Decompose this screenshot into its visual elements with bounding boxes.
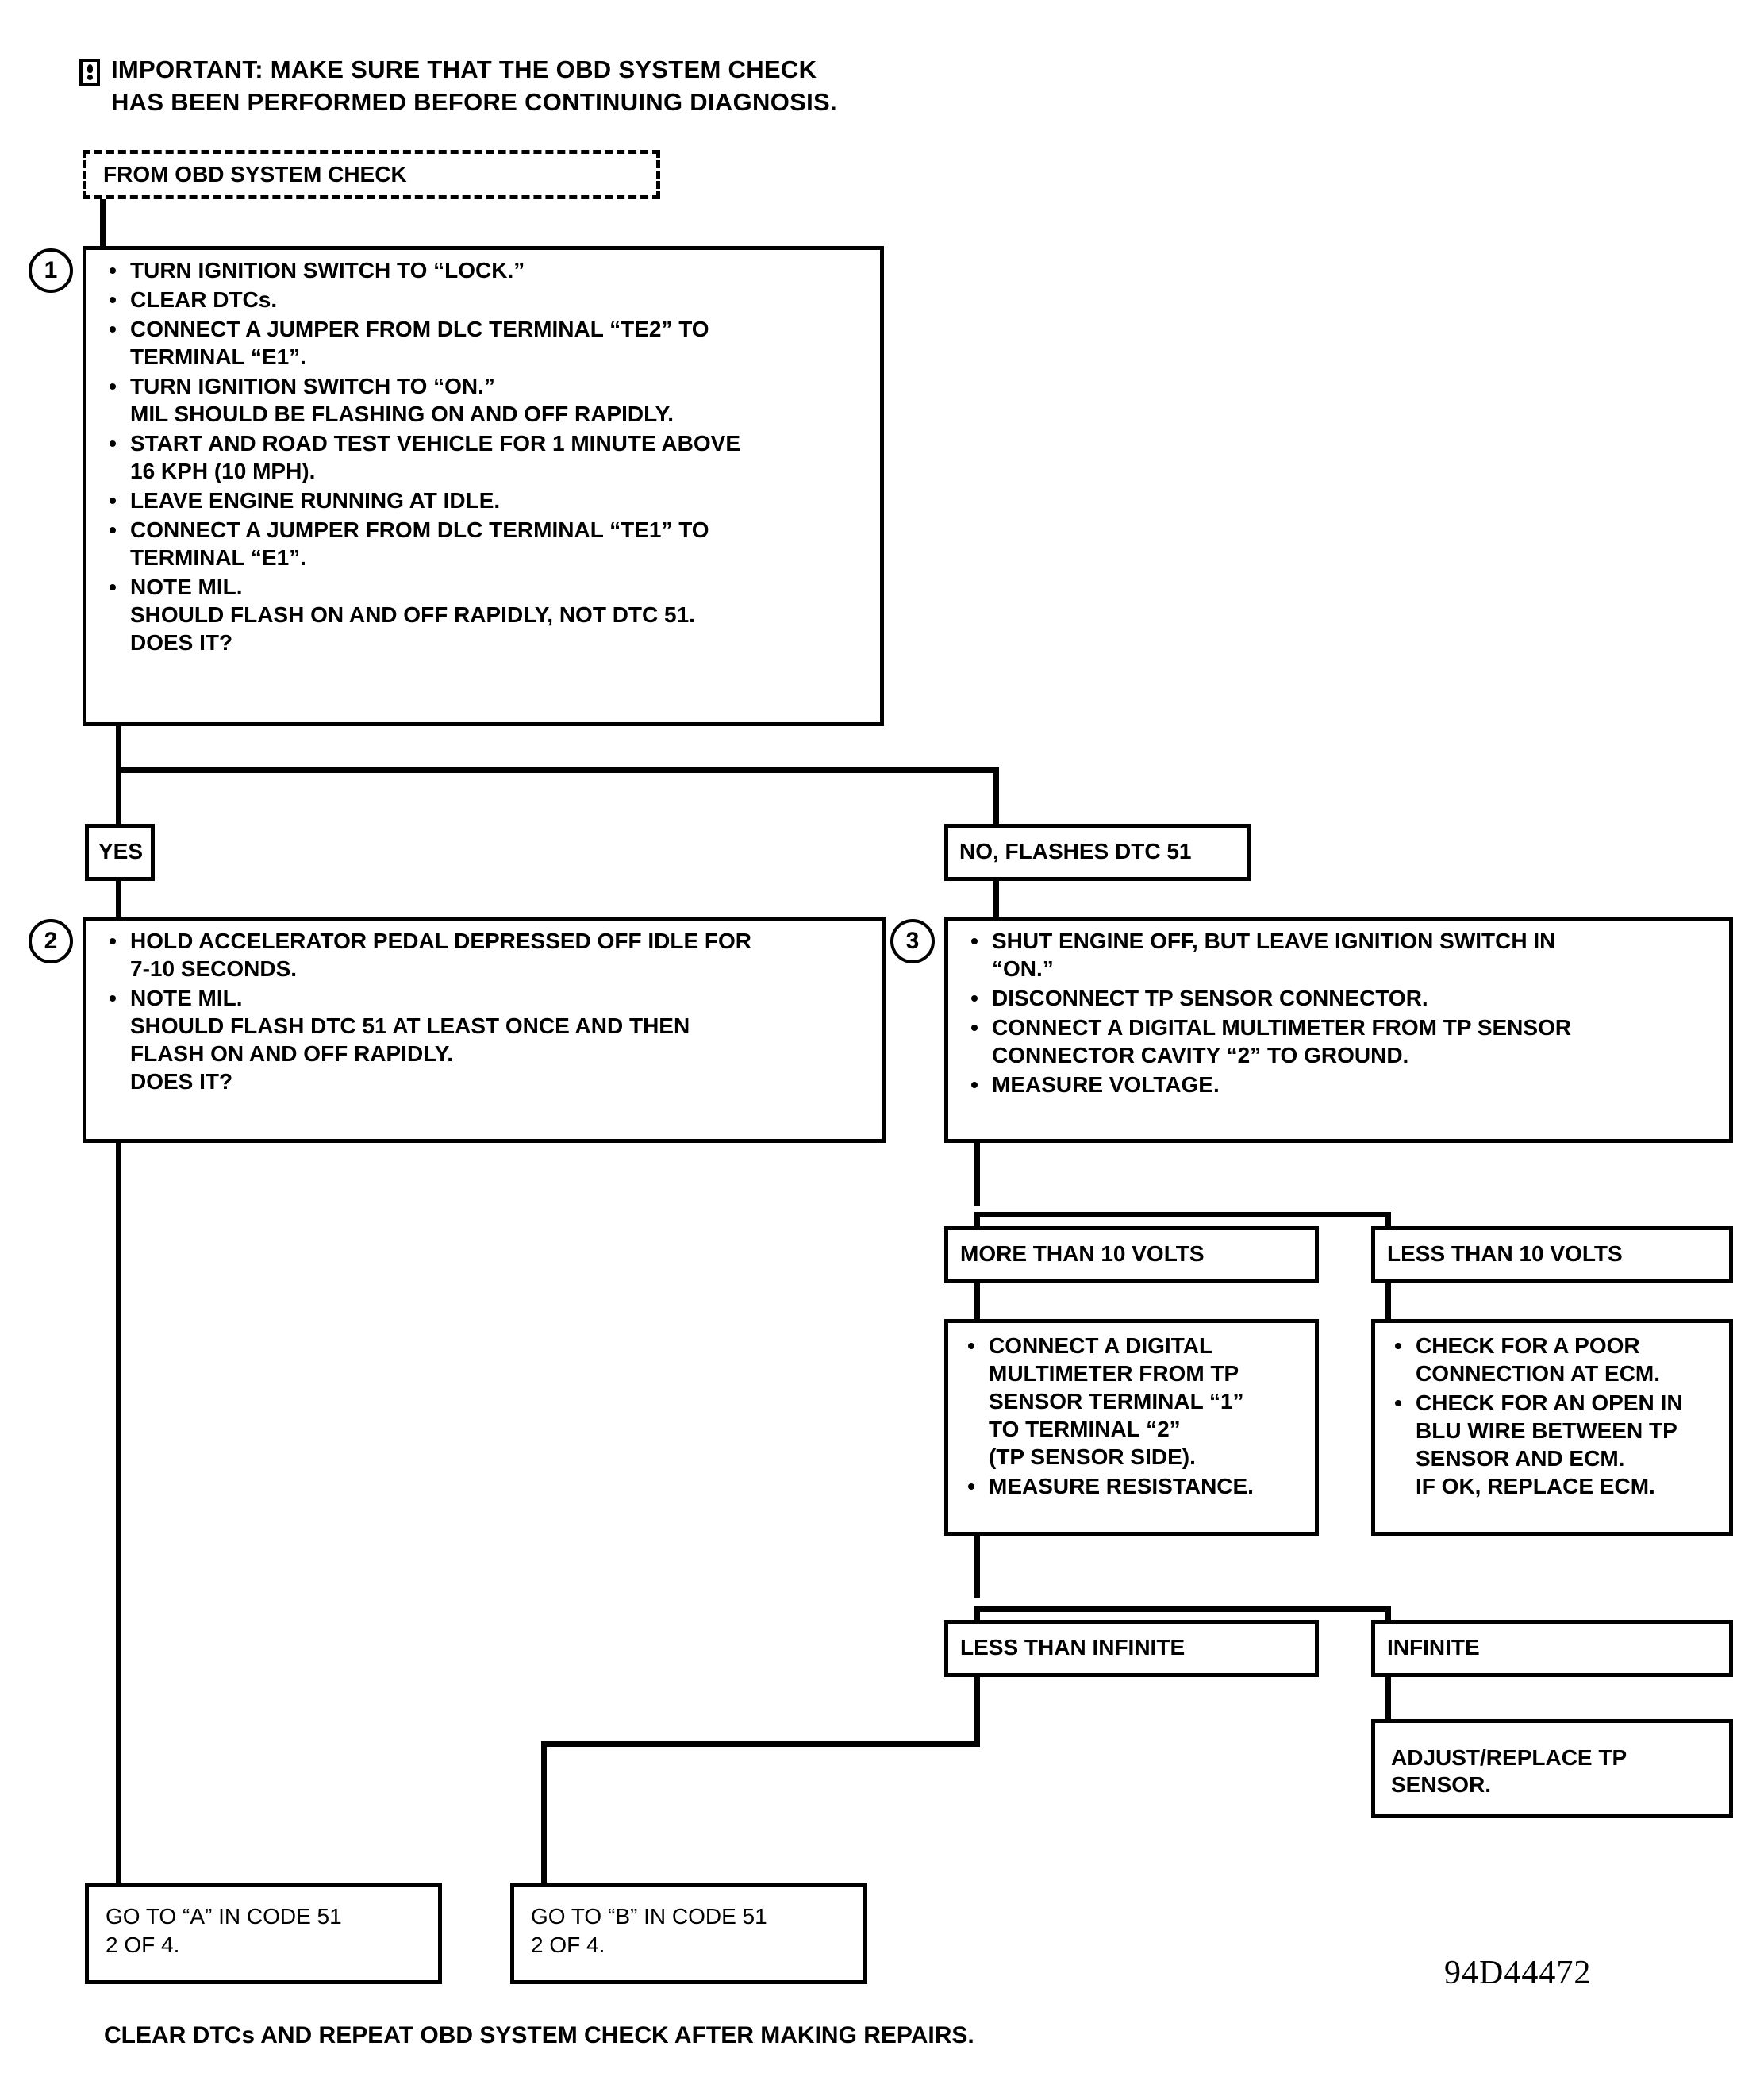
list-item: START AND ROAD TEST VEHICLE FOR 1 MINUTE… — [103, 429, 857, 485]
list-item: MEASURE VOLTAGE. — [965, 1071, 1715, 1098]
branch-label-less-than-10-volts-box — [1371, 1226, 1733, 1283]
connector-step1-right — [116, 767, 999, 773]
branch-label-yes-box — [85, 824, 155, 881]
branch-label-yes: YES — [98, 839, 144, 863]
list-item: CONNECT A JUMPER FROM DLC TERMINAL “TE2”… — [103, 315, 857, 371]
action-box-adjust-replace-tp-sensor — [1371, 1719, 1733, 1818]
list-item: CONNECT A JUMPER FROM DLC TERMINAL “TE1”… — [103, 516, 857, 571]
branch-label-less-than-infinite-box — [944, 1620, 1319, 1677]
connector-less10-to-ecm-check — [1385, 1282, 1391, 1325]
list-item: MEASURE RESISTANCE. — [962, 1472, 1303, 1500]
goto-a-box — [85, 1883, 442, 1984]
list-item: CHECK FOR A POOR CONNECTION AT ECM. — [1389, 1332, 1722, 1387]
list-item: CLEAR DTCs. — [103, 286, 857, 313]
list-item: TURN IGNITION SWITCH TO “ON.” MIL SHOULD… — [103, 372, 857, 428]
list-item: NOTE MIL. SHOULD FLASH DTC 51 AT LEAST O… — [103, 984, 865, 1095]
branch-label-less-than-10-volts: LESS THAN 10 VOLTS — [1387, 1241, 1623, 1266]
list-item: CHECK FOR AN OPEN IN BLU WIRE BETWEEN TP… — [1389, 1389, 1722, 1500]
branch-label-no-box — [944, 824, 1251, 881]
branch-label-infinite-box — [1371, 1620, 1733, 1677]
step-1-number: 1 — [29, 248, 73, 293]
exclamation-in-box-icon — [79, 59, 100, 86]
multimeter-bullet-list: CONNECT A DIGITAL MULTIMETER FROM TP SEN… — [962, 1332, 1303, 1502]
list-item: HOLD ACCELERATOR PEDAL DEPRESSED OFF IDL… — [103, 927, 865, 983]
list-item: NOTE MIL. SHOULD FLASH ON AND OFF RAPIDL… — [103, 573, 857, 656]
connector-more10-to-multimeter — [974, 1282, 980, 1325]
connector-multimeter-down — [974, 1534, 980, 1598]
goto-b-box — [510, 1883, 867, 1984]
list-item: SHUT ENGINE OFF, BUT LEAVE IGNITION SWIT… — [965, 927, 1715, 983]
action-box-multimeter — [944, 1319, 1319, 1536]
step-3-number: 3 — [890, 919, 935, 963]
connector-step2-to-goto-a — [116, 1143, 121, 1887]
list-item: TURN IGNITION SWITCH TO “LOCK.” — [103, 256, 857, 284]
step-2-box — [83, 917, 886, 1143]
step-1-bullet-list: TURN IGNITION SWITCH TO “LOCK.” CLEAR DT… — [103, 256, 857, 658]
branch-label-more-than-10-volts: MORE THAN 10 VOLTS — [960, 1241, 1205, 1266]
step-2-number: 2 — [29, 919, 73, 963]
connector-step3-split — [974, 1212, 1391, 1217]
connector-step1-down — [116, 726, 121, 841]
connector-lti-left — [541, 1741, 980, 1747]
entry-box-label: FROM OBD SYSTEM CHECK — [103, 162, 407, 187]
connector-entry-to-step1 — [100, 199, 106, 248]
adjust-replace-label: ADJUST/REPLACE TP SENSOR. — [1391, 1745, 1627, 1797]
connector-lti-down — [974, 1675, 980, 1747]
step-1-box — [83, 246, 884, 726]
branch-label-infinite: INFINITE — [1387, 1635, 1480, 1660]
branch-label-less-than-infinite: LESS THAN INFINITE — [960, 1635, 1186, 1660]
list-item: CONNECT A DIGITAL MULTIMETER FROM TP SEN… — [965, 1013, 1715, 1069]
goto-b-label: GO TO “B” IN CODE 51 2 OF 4. — [531, 1904, 767, 1957]
entry-box-from-obd-system-check — [83, 150, 660, 199]
important-note-text: IMPORTANT: MAKE SURE THAT THE OBD SYSTEM… — [111, 56, 837, 116]
connector-resistance-split — [974, 1606, 1391, 1612]
step-3-bullet-list: SHUT ENGINE OFF, BUT LEAVE IGNITION SWIT… — [965, 927, 1715, 1100]
step-3-box — [944, 917, 1733, 1143]
branch-label-more-than-10-volts-box — [944, 1226, 1319, 1283]
list-item: LEAVE ENGINE RUNNING AT IDLE. — [103, 487, 857, 514]
figure-number: 94D44472 — [1444, 1955, 1592, 1991]
connector-to-no-branch — [993, 767, 999, 843]
branch-label-no: NO, FLASHES DTC 51 — [959, 839, 1192, 863]
connector-infinite-to-adjust — [1385, 1675, 1391, 1725]
connector-no-to-step3 — [993, 879, 999, 921]
connector-step3-down — [974, 1143, 980, 1206]
list-item: DISCONNECT TP SENSOR CONNECTOR. — [965, 984, 1715, 1012]
connector-yes-to-step2 — [116, 879, 121, 921]
connector-lti-to-goto-b — [541, 1741, 547, 1887]
step-2-bullet-list: HOLD ACCELERATOR PEDAL DEPRESSED OFF IDL… — [103, 927, 865, 1097]
ecm-check-bullet-list: CHECK FOR A POOR CONNECTION AT ECM. CHEC… — [1389, 1332, 1722, 1502]
list-item: CONNECT A DIGITAL MULTIMETER FROM TP SEN… — [962, 1332, 1303, 1471]
footer-note: CLEAR DTCs AND REPEAT OBD SYSTEM CHECK A… — [104, 2022, 974, 2048]
action-box-ecm-check — [1371, 1319, 1733, 1536]
goto-a-label: GO TO “A” IN CODE 51 2 OF 4. — [106, 1904, 342, 1957]
